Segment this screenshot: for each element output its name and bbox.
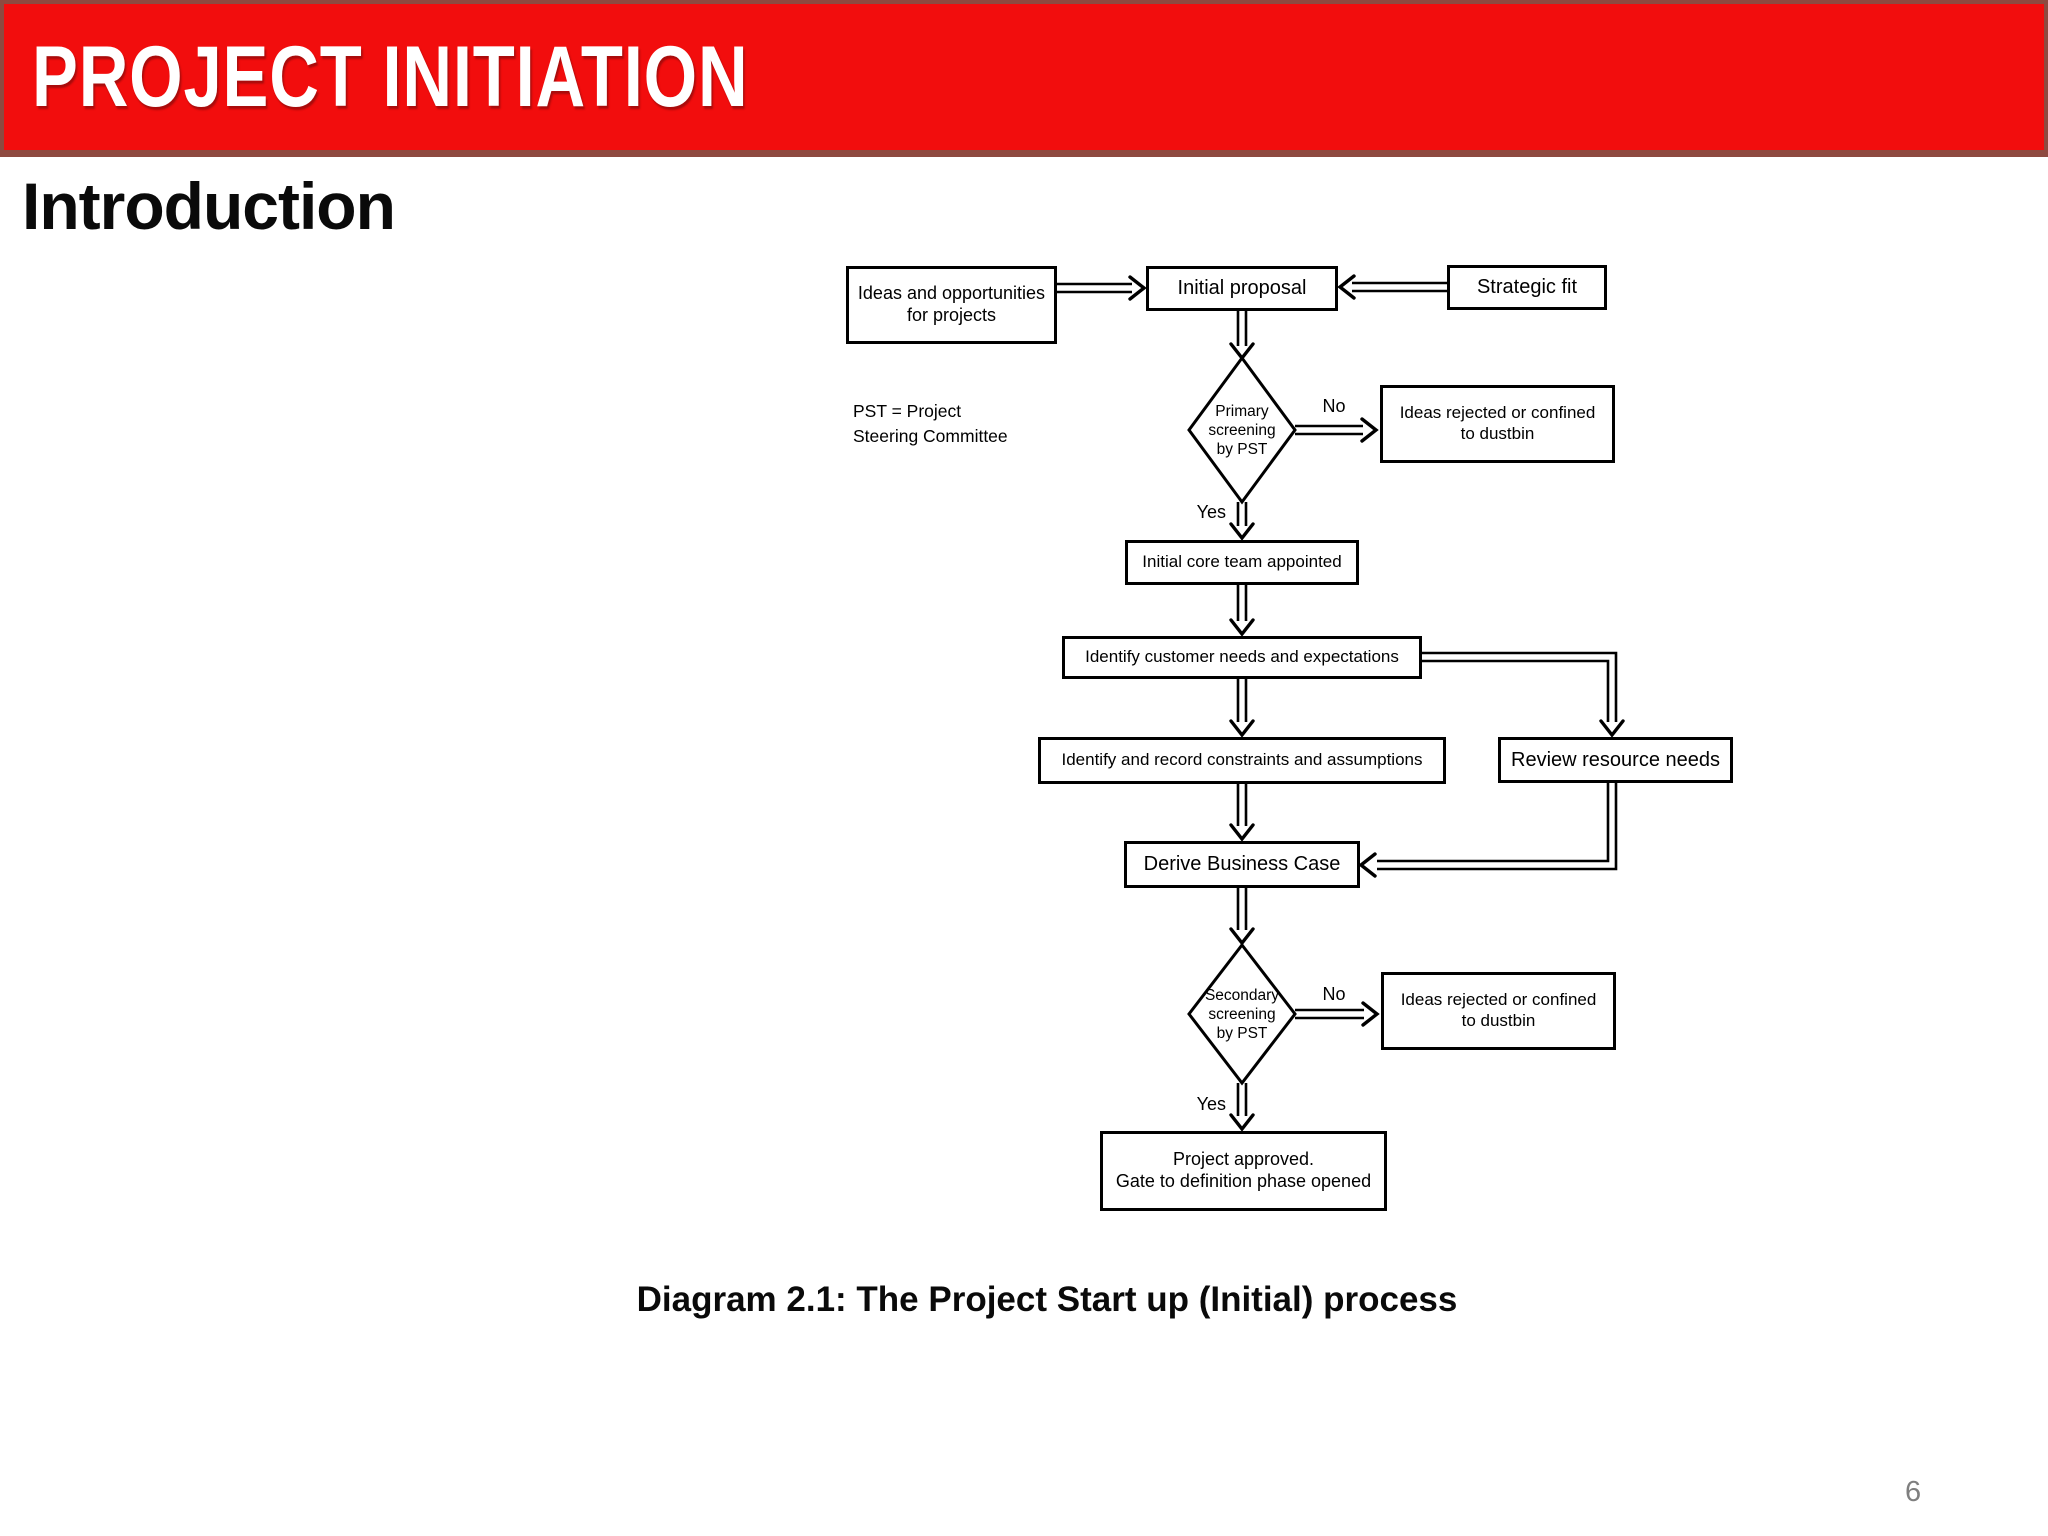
node-project-approved: Project approved. Gate to definition pha… (1100, 1131, 1387, 1211)
section-heading: Introduction (22, 169, 396, 243)
banner-title: PROJECT INITIATION (32, 28, 749, 125)
node-rejected-secondary: Ideas rejected or confined to dustbin (1381, 972, 1616, 1050)
arrow-primary-no (1295, 417, 1379, 443)
page-number: 6 (1905, 1476, 1922, 1508)
node-derive-business-case: Derive Business Case (1124, 841, 1360, 888)
pst-legend-note: PST = Project Steering Committee (853, 401, 1008, 446)
node-ideas-opportunities: Ideas and opportunities for projects (846, 266, 1057, 344)
arrow-secondary-yes (1229, 1083, 1255, 1132)
arrow-derive-to-secondary-screening (1229, 888, 1255, 946)
node-initial-proposal: Initial proposal (1146, 266, 1338, 311)
arrow-ideas-to-proposal (1057, 275, 1147, 301)
arrow-strategicfit-to-proposal (1337, 274, 1447, 300)
node-rejected-primary: Ideas rejected or confined to dustbin (1380, 385, 1615, 463)
node-strategic-fit: Strategic fit (1447, 265, 1607, 310)
secondary-screening-diamond (1187, 942, 1297, 1086)
arrow-proposal-to-primary-screening (1229, 311, 1255, 361)
branch-label-no-primary: No (1322, 396, 1346, 416)
branch-label-yes-primary: Yes (1196, 502, 1226, 522)
node-core-team: Initial core team appointed (1125, 540, 1359, 585)
secondary-screening-label: Secondary screening by PST (1204, 987, 1280, 1042)
arrow-primary-yes (1229, 502, 1255, 541)
arrow-constraints-to-derive (1229, 784, 1255, 842)
branch-label-no-secondary: No (1322, 984, 1346, 1004)
slide-header-banner: PROJECT INITIATION (0, 0, 2048, 157)
arrow-review-to-derive (1358, 783, 1618, 878)
node-identify-customer-needs: Identify customer needs and expectations (1062, 636, 1422, 679)
node-review-resource-needs: Review resource needs (1498, 737, 1733, 783)
primary-screening-label: Primary screening by PST (1208, 403, 1276, 458)
arrow-customer-to-constraints (1229, 679, 1255, 738)
primary-screening-diamond (1187, 355, 1297, 505)
arrow-secondary-no (1295, 1001, 1380, 1027)
node-identify-constraints: Identify and record constraints and assu… (1038, 737, 1446, 784)
arrow-coreteam-to-customer (1229, 585, 1255, 637)
arrow-customer-to-review (1422, 651, 1625, 738)
diagram-caption: Diagram 2.1: The Project Start up (Initi… (636, 1280, 1458, 1319)
branch-label-yes-secondary: Yes (1196, 1094, 1226, 1114)
